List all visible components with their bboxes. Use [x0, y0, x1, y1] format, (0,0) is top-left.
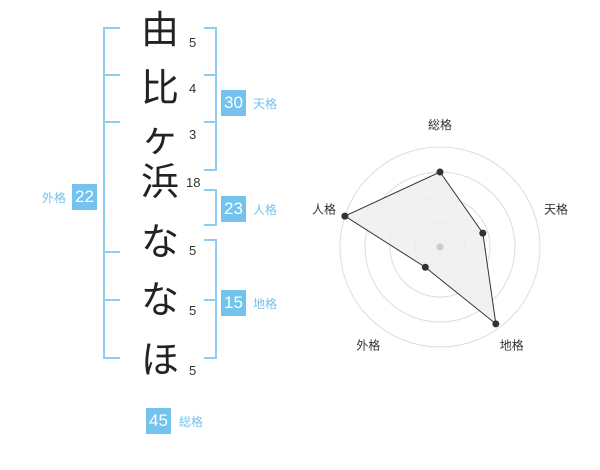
- radar-center-dot: [436, 243, 444, 251]
- stroke-count: 3: [189, 127, 197, 142]
- tenkaku-label: 天格: [253, 97, 278, 111]
- name-char: な: [140, 220, 179, 264]
- soukaku-label: 総格: [179, 415, 204, 429]
- jinkaku-bracket: [204, 189, 217, 226]
- name-char: 由: [140, 8, 179, 52]
- radar-axis-label: 天格: [544, 201, 568, 216]
- gaikaku-bracket-ticks: [104, 74, 120, 301]
- name-char: ヶ: [140, 116, 179, 160]
- jinkaku-label: 人格: [253, 203, 278, 217]
- radar-data-area: [343, 171, 497, 326]
- jinkaku-value: 23: [221, 196, 246, 222]
- radar-axis-label: 外格: [356, 338, 380, 353]
- gaikaku-value: 22: [72, 184, 97, 210]
- stroke-count: 5: [189, 243, 197, 258]
- radar-axis-label: 人格: [312, 201, 336, 216]
- stroke-count: 5: [189, 363, 197, 378]
- stroke-count: 5: [189, 303, 197, 318]
- radar-data-point: [341, 212, 349, 220]
- tenkaku-bracket: [204, 27, 217, 171]
- gaikaku-bracket: [103, 27, 120, 359]
- radar-grid-ring: [339, 146, 541, 348]
- radar-data-point: [421, 263, 429, 271]
- stroke-count: 4: [189, 81, 197, 96]
- radar-data-point: [436, 168, 444, 176]
- soukaku-value: 45: [146, 408, 171, 434]
- chikaku-value: 15: [221, 290, 246, 316]
- radar-data-point: [492, 320, 500, 328]
- stroke-count: 5: [189, 35, 197, 50]
- tenkaku-value: 30: [221, 90, 246, 116]
- name-char: ほ: [140, 338, 179, 382]
- tenkaku-bracket-ticks: [204, 74, 216, 123]
- stroke-count: 18: [186, 175, 201, 190]
- name-char: 比: [140, 66, 179, 110]
- radar-axis-label: 地格: [500, 338, 524, 353]
- radar-axis-label: 総格: [428, 117, 452, 132]
- chikaku-label: 地格: [253, 297, 278, 311]
- gaikaku-label: 外格: [42, 191, 67, 205]
- name-char: 浜: [140, 160, 179, 204]
- name-char: な: [140, 278, 179, 322]
- radar-data-point: [479, 229, 487, 237]
